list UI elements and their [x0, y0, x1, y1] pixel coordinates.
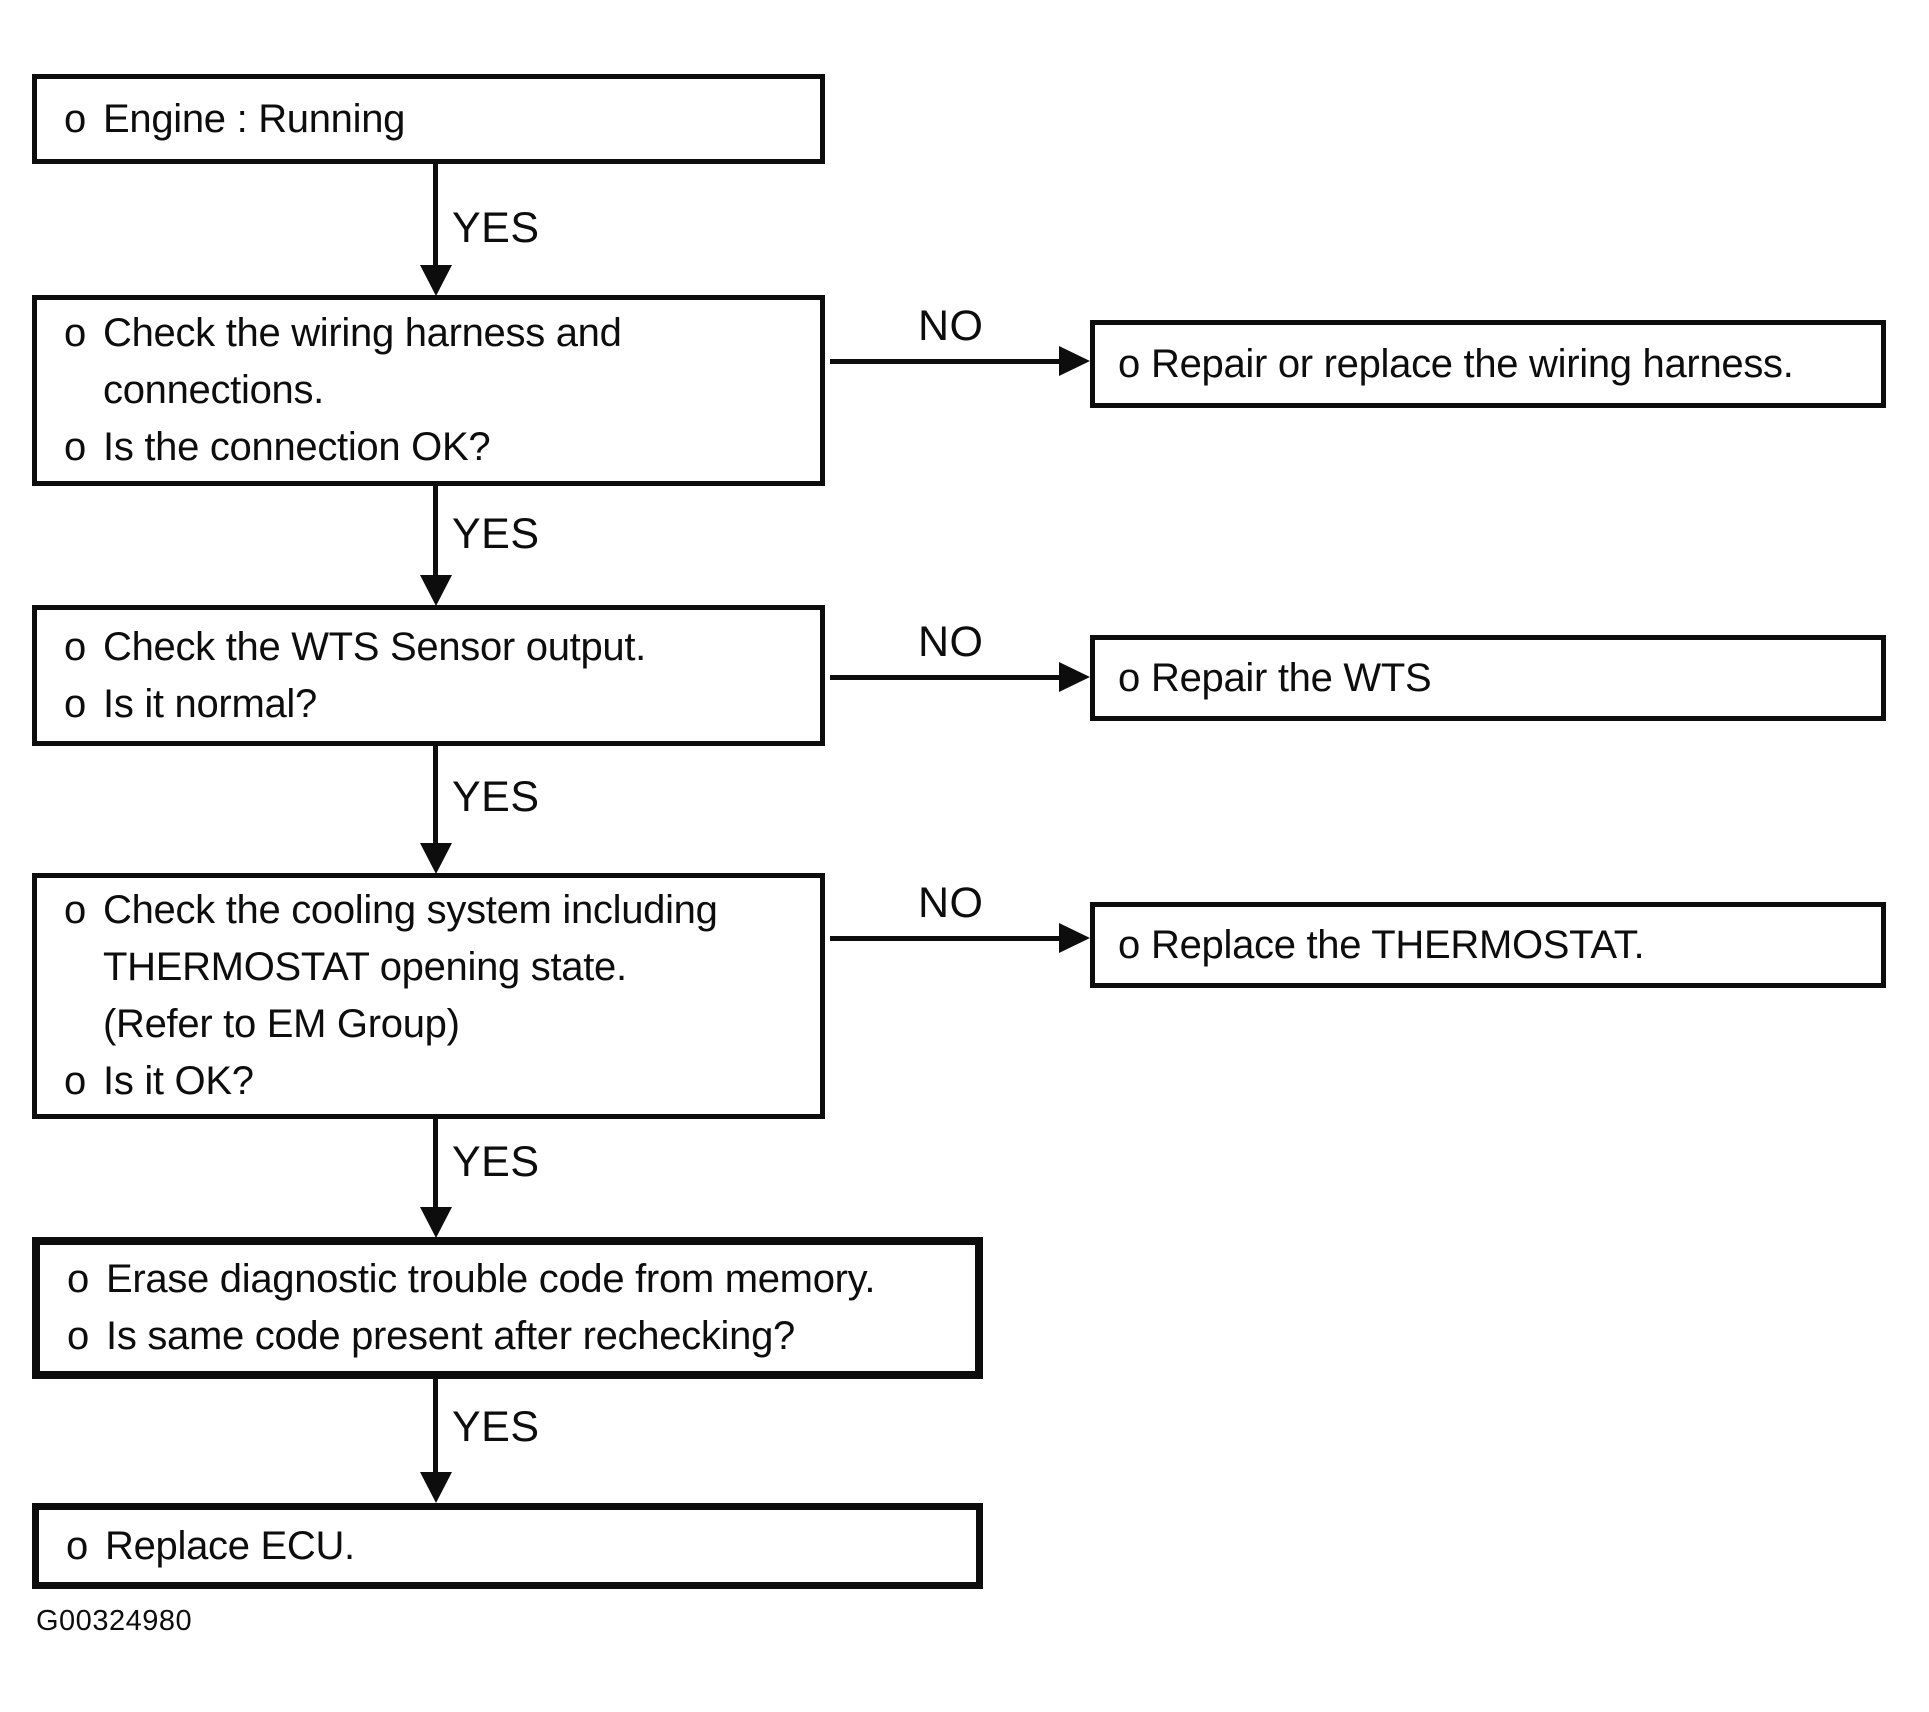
flow-line: connections. [37, 362, 820, 419]
flow-box-check-wts: o Check the WTS Sensor output. o Is it n… [32, 605, 825, 746]
bullet-marker: o [64, 681, 86, 726]
down-arrow-head-3 [420, 843, 452, 874]
no-arrow-stem-3 [830, 936, 1060, 941]
flow-text: Repair the WTS [1151, 655, 1432, 700]
flow-line: o Check the wiring harness and [37, 305, 820, 362]
flow-text: Replace the THERMOSTAT. [1151, 922, 1645, 967]
down-arrow-head-4 [420, 1207, 452, 1238]
bullet-marker: o [64, 888, 86, 932]
bullet-marker: o [67, 1257, 89, 1301]
down-arrow-stem-3 [433, 746, 438, 844]
no-arrow-stem-1 [830, 359, 1060, 364]
flow-box-replace-ecu: o Replace ECU. [32, 1503, 983, 1589]
no-arrow-stem-2 [830, 675, 1060, 680]
flow-text: Erase diagnostic trouble code from memor… [106, 1257, 876, 1301]
flow-line: o Repair or replace the wiring harness. [1095, 336, 1881, 393]
flow-line: o Replace ECU. [39, 1518, 976, 1575]
figure-id: G00324980 [36, 1605, 193, 1637]
bullet-marker: o [67, 1314, 89, 1358]
flow-box-repair-wts: o Repair the WTS [1090, 635, 1886, 721]
flow-text: Engine : Running [103, 96, 406, 141]
bullet-marker: o [1118, 922, 1140, 967]
flow-line: o Erase diagnostic trouble code from mem… [40, 1251, 975, 1308]
bullet-marker: o [64, 624, 86, 669]
flow-line: o Check the cooling system including [37, 882, 820, 939]
no-arrow-head-2 [1059, 662, 1090, 692]
bullet-marker: o [64, 1059, 86, 1103]
flow-line: o Check the WTS Sensor output. [37, 619, 820, 676]
no-arrow-head-3 [1059, 923, 1090, 953]
flow-box-replace-thermostat: o Replace the THERMOSTAT. [1090, 902, 1886, 988]
down-arrow-head-1 [420, 265, 452, 296]
flow-line: THERMOSTAT opening state. [37, 939, 820, 996]
flow-text: Replace ECU. [105, 1523, 355, 1568]
flow-text: Check the WTS Sensor output. [103, 624, 646, 669]
flow-box-engine-running: o Engine : Running [32, 74, 825, 164]
flow-line: o Engine : Running [37, 91, 820, 148]
yes-label-1: YES [452, 204, 540, 252]
flow-text: Check the cooling system including [103, 888, 718, 932]
flow-line: o Is the connection OK? [37, 419, 820, 476]
flow-text: Is it normal? [103, 681, 317, 726]
flow-line: o Is same code present after rechecking? [40, 1308, 975, 1365]
bullet-marker: o [64, 311, 86, 355]
flow-text: Is it OK? [103, 1059, 254, 1103]
down-arrow-stem-4 [433, 1119, 438, 1208]
flow-text: (Refer to EM Group) [103, 1002, 460, 1046]
yes-label-3: YES [452, 773, 540, 821]
flow-box-check-cooling: o Check the cooling system including THE… [32, 873, 825, 1119]
down-arrow-stem-2 [433, 486, 438, 576]
no-label-1: NO [918, 302, 984, 350]
yes-label-4: YES [452, 1138, 540, 1186]
flow-text: Repair or replace the wiring harness. [1151, 341, 1794, 386]
flow-line: o Replace the THERMOSTAT. [1095, 917, 1881, 974]
down-arrow-stem-5 [433, 1379, 438, 1474]
yes-label-5: YES [452, 1403, 540, 1451]
yes-label-2: YES [452, 510, 540, 558]
bullet-marker: o [64, 96, 86, 141]
flow-line: o Repair the WTS [1095, 650, 1881, 707]
down-arrow-head-2 [420, 575, 452, 606]
no-label-3: NO [918, 879, 984, 927]
flow-text: Check the wiring harness and [103, 311, 622, 355]
flow-box-repair-wiring: o Repair or replace the wiring harness. [1090, 320, 1886, 408]
down-arrow-head-5 [420, 1472, 452, 1503]
bullet-marker: o [64, 425, 86, 469]
flow-text: Is same code present after rechecking? [106, 1314, 795, 1358]
bullet-marker: o [66, 1523, 88, 1568]
down-arrow-stem-1 [433, 163, 438, 266]
no-arrow-head-1 [1059, 346, 1090, 376]
bullet-marker: o [1118, 341, 1140, 386]
flow-text: connections. [103, 368, 324, 412]
flow-line: o Is it normal? [37, 676, 820, 733]
flow-line: o Is it OK? [37, 1053, 820, 1110]
flow-box-check-wiring: o Check the wiring harness and connectio… [32, 295, 825, 486]
flow-text: THERMOSTAT opening state. [103, 945, 627, 989]
flow-text: Is the connection OK? [103, 425, 491, 469]
flow-line: (Refer to EM Group) [37, 996, 820, 1053]
flow-box-erase-code: o Erase diagnostic trouble code from mem… [32, 1237, 983, 1379]
no-label-2: NO [918, 618, 984, 666]
bullet-marker: o [1118, 655, 1140, 700]
